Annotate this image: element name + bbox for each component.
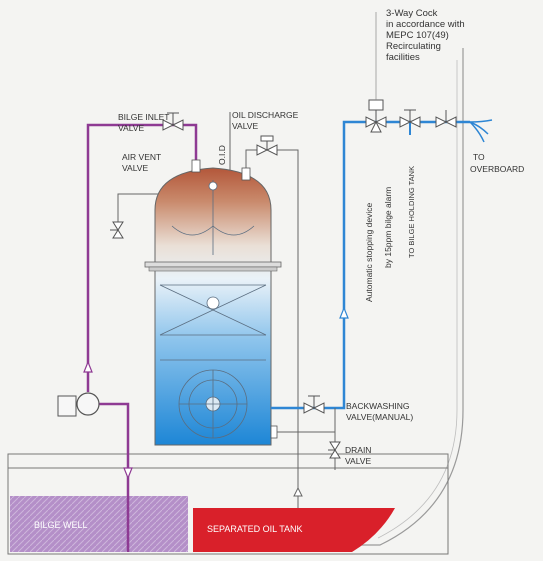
overboard-spray — [469, 119, 493, 143]
backwash-label-1: BACKWASHING — [346, 401, 409, 411]
hull-line-inner — [377, 60, 458, 539]
vessel-internals — [159, 180, 267, 439]
drain-label-1: DRAIN — [345, 445, 371, 455]
bilge-well-label: BILGE WELL — [34, 520, 88, 530]
air-vent-label-2: VALVE — [122, 163, 148, 173]
vessel-top-nozzle — [191, 159, 201, 173]
overboard-label-2: OVERBOARD — [470, 164, 524, 174]
cock-label-5: facilities — [386, 52, 420, 63]
tank-outline — [7, 453, 449, 555]
drain-nozzle — [270, 425, 278, 439]
flow-arrow-bilge-in — [123, 467, 133, 480]
bilge-inlet-label-1: BILGE INLET — [118, 112, 170, 122]
vessel-flange-top — [144, 261, 282, 268]
cock-label-3: MEPC 107(49) — [386, 30, 449, 41]
holding-valve — [399, 109, 421, 128]
holding-tank-label: TO BILGE HOLDING TANK — [407, 166, 416, 258]
drain-line — [277, 431, 336, 470]
bilge-pump — [76, 392, 100, 416]
bilge-well-hatch — [10, 496, 188, 552]
bilge-inlet-valve — [162, 112, 184, 131]
bilge-inlet-label-2: VALVE — [118, 123, 144, 133]
vessel-flange-mid — [148, 266, 278, 272]
drain-label-2: VALVE — [345, 456, 371, 466]
ppm-label: by 15ppm bilge alarm — [383, 187, 393, 268]
air-vent-valve — [110, 221, 124, 239]
air-vent-label-1: AIR VENT — [122, 152, 161, 162]
flow-arrow-oil — [293, 486, 303, 497]
cock-label-2: in accordance with — [386, 19, 465, 30]
flow-arrow-water — [339, 306, 349, 319]
three-way-cock — [365, 99, 387, 133]
oil-discharge-valve — [256, 135, 278, 156]
hull-line — [195, 48, 464, 546]
pump-motor — [57, 395, 77, 417]
oil-discharge-label-2: VALVE — [232, 121, 258, 131]
cock-label-4: Recirculating — [386, 41, 441, 52]
vessel-oil-nozzle — [241, 167, 251, 181]
clean-water-line — [271, 120, 446, 410]
drain-valve — [328, 441, 341, 459]
cock-label-1: 3-Way Cock — [386, 8, 438, 19]
auto-stop-label: Automatic stopping device — [364, 203, 374, 302]
backwashing-valve — [303, 395, 325, 414]
overboard-label-1: TO — [473, 152, 485, 162]
oil-discharge-label-1: OIL DISCHARGE — [232, 110, 299, 120]
overboard-valve — [435, 110, 457, 128]
separated-oil-tank — [193, 508, 395, 552]
flow-arrow-bilge-up — [83, 360, 93, 373]
separated-oil-tank-label: SEPARATED OIL TANK — [207, 524, 303, 534]
backwash-label-2: VALVE(MANUAL) — [346, 412, 413, 422]
oid-label: O.I.D — [217, 145, 227, 165]
